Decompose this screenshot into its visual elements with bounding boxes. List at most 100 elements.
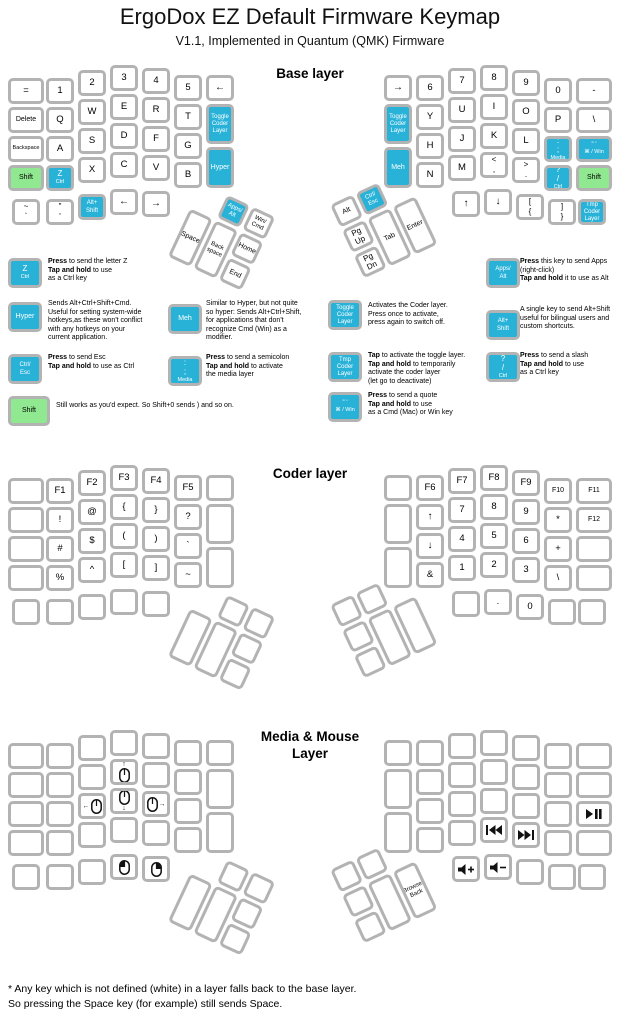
key-blank: [416, 769, 444, 795]
key-blank: [544, 801, 572, 827]
key-blank: [448, 820, 476, 846]
key-g: G: [174, 133, 202, 159]
key-blank: [544, 772, 572, 798]
key-blank: [576, 536, 612, 562]
key-blank: [578, 864, 606, 890]
key-blank: [480, 730, 508, 756]
key-blank: [448, 762, 476, 788]
key-alt-shift: Alt+Shift: [78, 194, 106, 220]
key-b: B: [174, 162, 202, 188]
key-blank: [578, 599, 606, 625]
key-q: Q: [46, 107, 74, 133]
key-blank: [384, 504, 412, 544]
key-mouse-down: ↓: [110, 788, 138, 814]
key-symbol: (: [110, 523, 138, 549]
key-blank: [174, 798, 202, 824]
key-f: F: [142, 126, 170, 152]
key-symbol: ↑: [416, 504, 444, 530]
key-symbol: \: [544, 565, 572, 591]
layer-title: Base layer: [276, 66, 344, 81]
key-blank: [548, 864, 576, 890]
key-f1: F1: [46, 478, 74, 504]
key-blank: [206, 812, 234, 853]
key-symbol: [{: [516, 194, 544, 220]
footnote-line-2: So pressing the Space key (for example) …: [8, 998, 283, 1010]
key-symbol: "': [46, 199, 74, 225]
key-f6: F6: [416, 475, 444, 501]
key-hyper: Hyper: [8, 302, 42, 332]
key-blank: [206, 504, 234, 544]
key-j: J: [448, 126, 476, 152]
key-symbol: :;Media: [168, 356, 202, 386]
key-blank: [416, 740, 444, 766]
key-4: 4: [448, 526, 476, 552]
key-symbol: {: [110, 494, 138, 520]
legend-text: Still works as you'd expect. So Shift+0 …: [56, 402, 234, 409]
key-a: A: [46, 136, 74, 162]
key-7: 7: [448, 497, 476, 523]
key-f2: F2: [78, 470, 106, 496]
key-blank: [142, 591, 170, 617]
key-meh: Meh: [168, 304, 202, 334]
key-symbol: +: [544, 536, 572, 562]
key-blank: [78, 859, 106, 885]
key-8: 8: [480, 494, 508, 520]
key-symbol: ?/Ctrl: [486, 352, 520, 382]
key-symbol: :;Media: [544, 136, 572, 162]
key-mouse-left: ←: [78, 793, 106, 819]
key-n: N: [416, 162, 444, 188]
key-symbol: \: [576, 107, 612, 133]
key-blank: [512, 793, 540, 819]
key-f3: F3: [110, 465, 138, 491]
key-x: X: [78, 157, 106, 183]
page-title: ErgoDox EZ Default Firmware Keymap: [119, 4, 501, 29]
key-k: K: [480, 123, 508, 149]
key-blank: [8, 743, 44, 769]
key-blank: [142, 762, 170, 788]
key-f12: F12: [576, 507, 612, 533]
key-2: 2: [480, 552, 508, 578]
key-blank: [576, 830, 612, 856]
key-blank: [46, 599, 74, 625]
layer-title: Media & Mouse Layer: [260, 729, 360, 761]
key-symbol: ←: [206, 75, 234, 101]
key-symbol: %: [46, 565, 74, 591]
key-f10: F10: [544, 478, 572, 504]
key-prev-track: [480, 817, 508, 843]
key-0: 0: [544, 78, 572, 104]
footnote-line-1: * Any key which is not defined (white) i…: [8, 983, 357, 995]
key-symbol: ~: [174, 562, 202, 588]
key-blank: [110, 817, 138, 843]
key-blank: [206, 769, 234, 809]
key-f9: F9: [512, 470, 540, 496]
key-blank: [174, 740, 202, 766]
key-blank: [206, 547, 234, 588]
key-symbol: →: [384, 75, 412, 101]
key-symbol: ]}: [548, 199, 576, 225]
key-shift: Shift: [576, 165, 612, 191]
key-symbol: ]: [142, 555, 170, 581]
key-blank: [544, 743, 572, 769]
key-meh: Meh: [384, 147, 412, 188]
key-o: O: [512, 99, 540, 125]
key-1: 1: [46, 78, 74, 104]
key-f5: F5: [174, 475, 202, 501]
key-blank: [512, 735, 540, 761]
key-alt-shift: Alt+Shift: [486, 310, 520, 340]
key-blank: [576, 565, 612, 591]
key-symbol: ^: [78, 557, 106, 583]
key-blank: [384, 547, 412, 588]
key-v: V: [142, 155, 170, 181]
key-blank: [206, 740, 234, 766]
key-6: 6: [416, 75, 444, 101]
key-symbol: ↓: [484, 189, 512, 215]
key-symbol: ↓: [416, 533, 444, 559]
key-delete: Delete: [8, 107, 44, 133]
key-blank: [8, 801, 44, 827]
key-blank: [8, 536, 44, 562]
